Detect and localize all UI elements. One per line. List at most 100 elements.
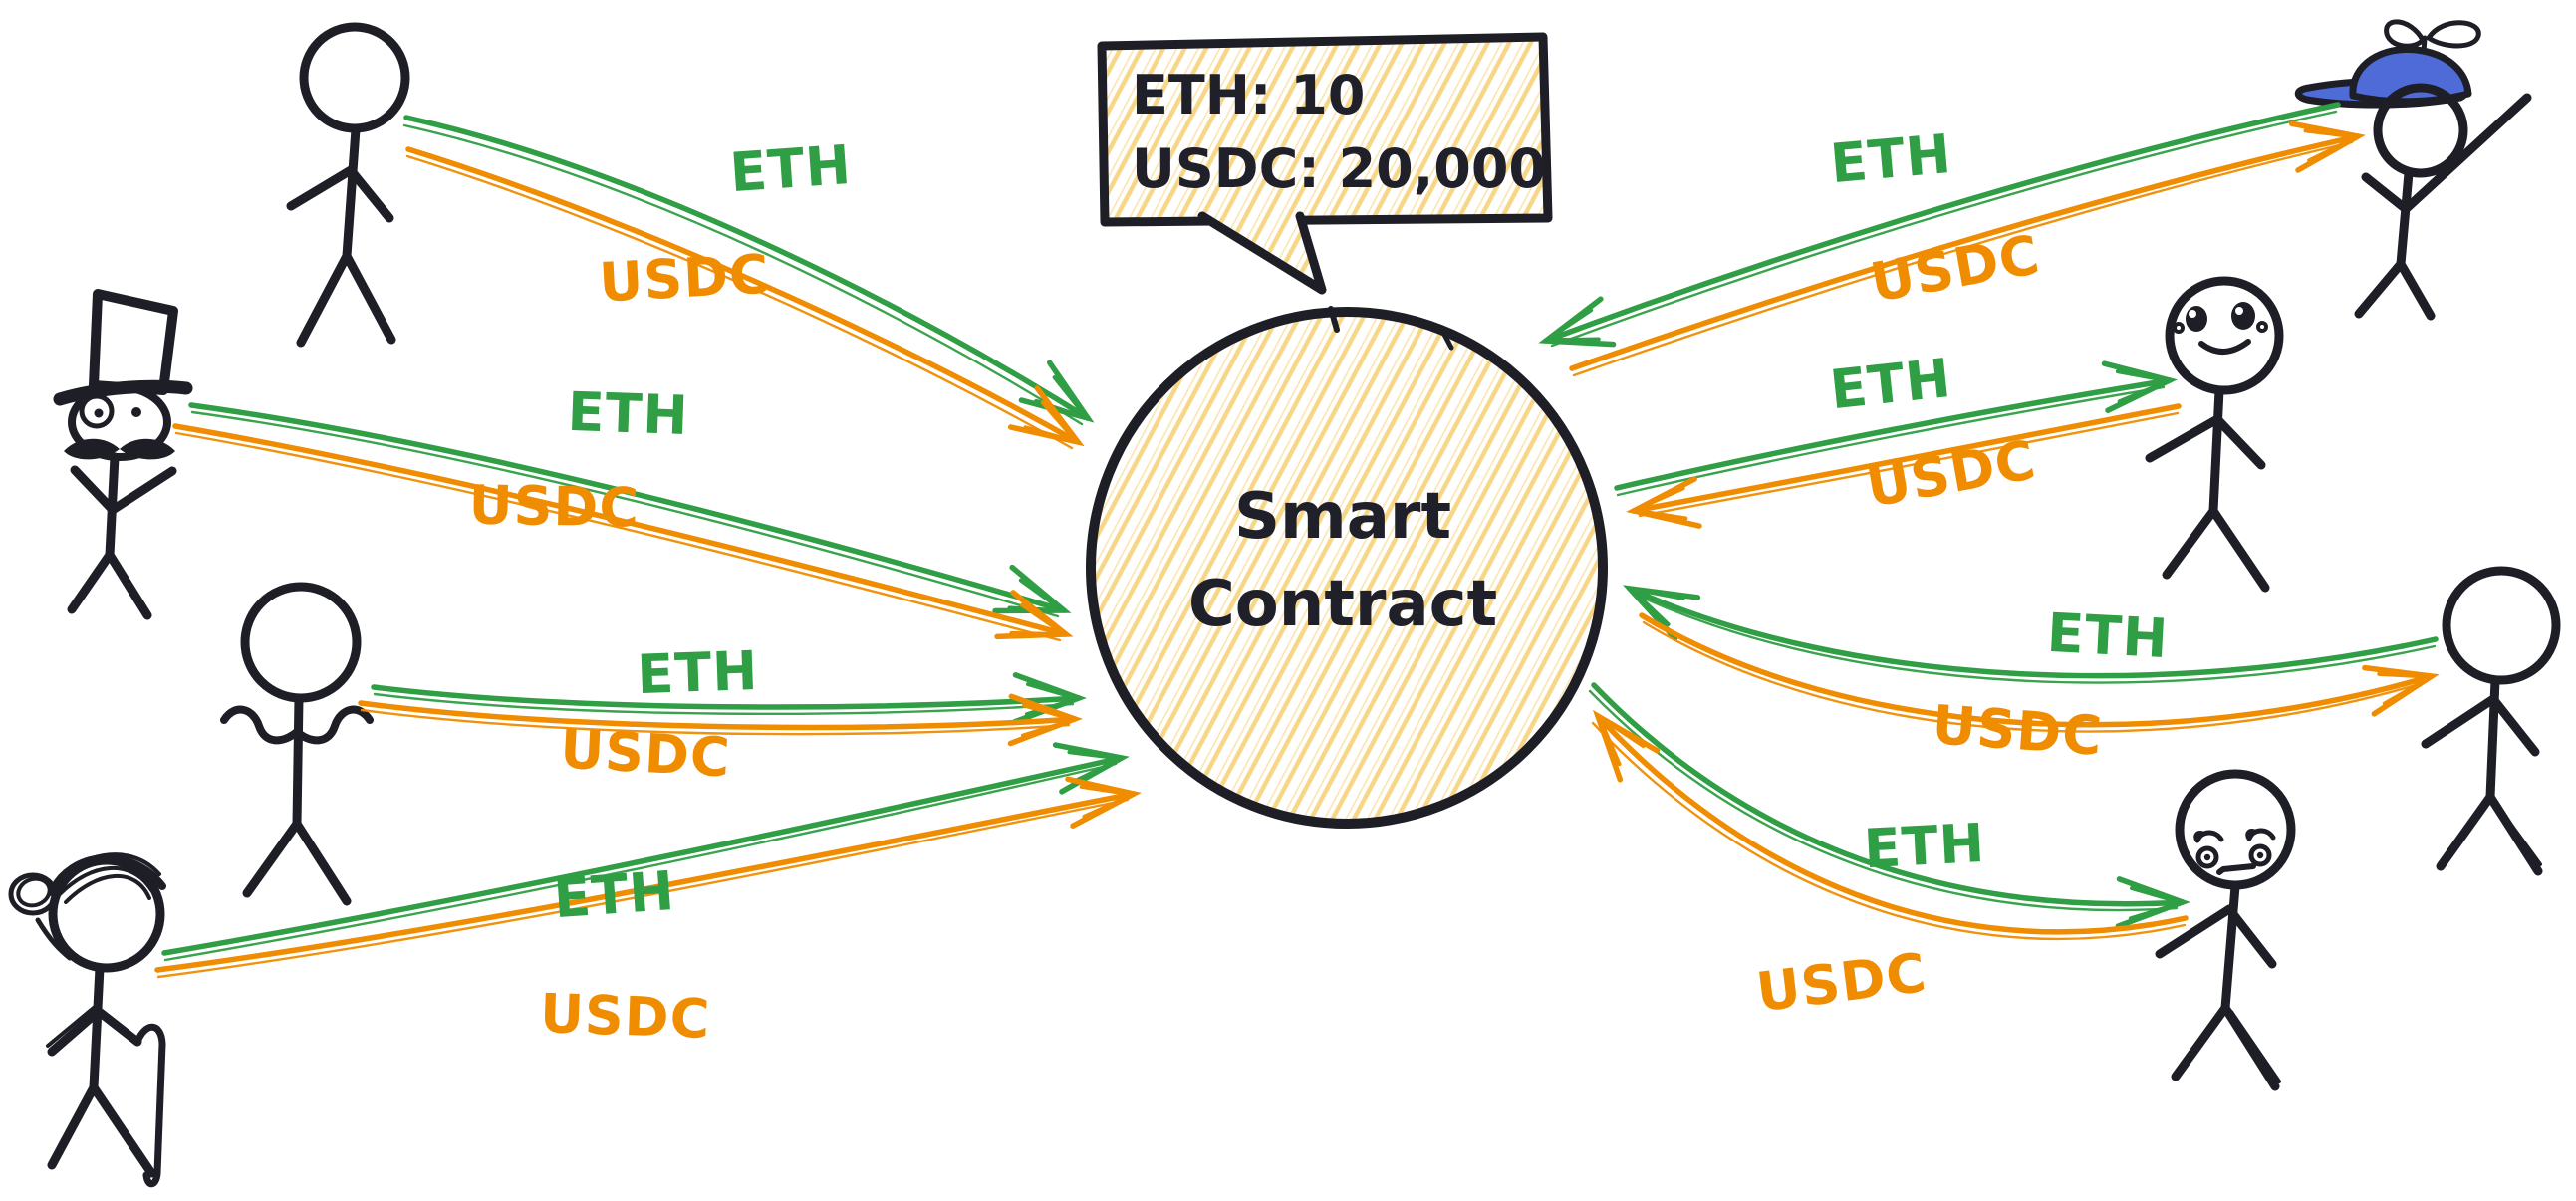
arm-left-echo	[46, 1005, 97, 1048]
usdc-arrow	[154, 776, 1142, 973]
usdc-arrow-echo	[405, 154, 1074, 450]
arms	[286, 165, 394, 223]
usdc-label: USDC	[1753, 941, 1931, 1024]
flow-l2: ETH USDC	[172, 380, 1074, 642]
eth-arrow-echo	[373, 692, 1075, 716]
pool-title-line1: Smart	[1234, 480, 1451, 554]
left-eye	[2195, 845, 2219, 869]
left-eye	[94, 408, 104, 418]
head	[68, 383, 171, 461]
actor-r2-smiling	[2145, 276, 2284, 593]
usdc-arrow	[1569, 120, 2366, 371]
arms	[2361, 93, 2532, 214]
eth-label: ETH	[636, 639, 759, 706]
eth-label: ETH	[728, 133, 854, 204]
eth-arrow-echo	[1550, 110, 2338, 348]
eth-arrow	[1614, 360, 2178, 491]
eth-arrow	[1538, 102, 2341, 348]
flow-l4: ETH USDC	[154, 742, 1142, 1051]
usdc-label: USDC	[1862, 428, 2041, 520]
shrug-arm-right	[293, 705, 374, 745]
monocle-icon	[79, 393, 115, 429]
usdc-arrow	[1639, 612, 2440, 728]
flow-r2: ETH USDC	[1614, 347, 2182, 529]
mustache-left	[64, 438, 120, 460]
legs	[67, 550, 152, 620]
circle-sketch-tick-2	[1440, 330, 1454, 351]
usdc-arrow-echo	[1591, 721, 2187, 941]
usdc-arrow	[358, 693, 1083, 747]
usdc-arrow	[172, 423, 1074, 640]
mustache-right	[120, 438, 175, 460]
left-eye	[2186, 306, 2207, 332]
usdc-arrow-echo	[1638, 411, 2180, 518]
right-cheek-dot	[2256, 321, 2268, 333]
legs	[2436, 792, 2543, 876]
arms	[70, 465, 177, 515]
flow-l3: ETH USDC	[358, 639, 1087, 789]
usdc-label: USDC	[598, 243, 771, 315]
pool-circle	[1086, 307, 1608, 829]
eth-label: ETH	[552, 859, 677, 930]
eth-arrow	[1591, 682, 2190, 929]
eth-arrow	[161, 742, 1130, 956]
arms	[2421, 694, 2540, 757]
eth-arrow-echo	[1634, 593, 2437, 684]
eth-label: ETH	[1863, 812, 1987, 880]
legs	[47, 1082, 156, 1178]
actor-l3-shrugging	[220, 582, 374, 906]
usdc-label: USDC	[1866, 223, 2045, 315]
smile-mouth	[2198, 339, 2251, 355]
usdc-arrow	[1592, 709, 2189, 935]
arm-left	[47, 1007, 103, 1057]
bubble-tail-outline	[1197, 211, 1327, 295]
pool-title-line2: Contract	[1188, 568, 1497, 641]
usdc-arrow	[1626, 403, 2182, 529]
head	[2373, 83, 2468, 178]
right-eye	[2231, 302, 2255, 330]
body	[2220, 881, 2240, 1013]
reserve-eth: ETH: 10	[1132, 64, 1365, 126]
flow-r3: ETH USDC	[1622, 585, 2440, 768]
reserve-usdc: USDC: 20,000	[1132, 137, 1546, 200]
eth-arrow	[403, 115, 1095, 423]
flow-r1: ETH USDC	[1538, 102, 2366, 377]
usdc-arrow-echo	[156, 798, 1130, 979]
hair-strands	[54, 852, 161, 904]
right-eye-glint	[2235, 307, 2243, 315]
body	[89, 963, 105, 1092]
legs	[242, 819, 352, 906]
left-eyebrow	[2193, 830, 2224, 843]
top-hat-crown	[89, 289, 178, 395]
cane	[133, 1023, 166, 1188]
body	[342, 124, 361, 261]
eth-label: ETH	[567, 380, 690, 447]
propeller-blade-right	[2426, 20, 2481, 49]
leg-echo	[2492, 800, 2542, 866]
actor-l2-top-hat-monocle	[53, 289, 193, 620]
legs	[2162, 506, 2270, 593]
head	[299, 22, 410, 133]
actor-l4-bun-hair	[8, 852, 166, 1188]
usdc-label: USDC	[1931, 693, 2105, 768]
usdc-label: USDC	[539, 982, 711, 1051]
usdc-arrow	[405, 146, 1085, 447]
circle-sketch-tick	[1328, 306, 1340, 333]
smart-contract-pool: Smart Contract	[1086, 306, 1608, 829]
head	[2165, 276, 2284, 395]
shrug-arm-left	[220, 705, 301, 745]
eth-arrow-echo	[163, 762, 1118, 962]
eth-arrow	[371, 672, 1087, 725]
body	[2208, 385, 2224, 516]
left-pupil	[2203, 853, 2211, 861]
legs	[2354, 259, 2436, 321]
flow-r4: ETH USDC	[1588, 682, 2190, 1024]
usdc-arrow-echo	[1642, 620, 2428, 733]
actor-l1-plain	[286, 22, 410, 348]
flat-mouth	[2216, 863, 2256, 875]
left-cheek-dot	[2173, 322, 2185, 334]
usdc-arrow-echo	[360, 708, 1071, 736]
right-eye	[131, 407, 141, 417]
head	[240, 582, 362, 703]
